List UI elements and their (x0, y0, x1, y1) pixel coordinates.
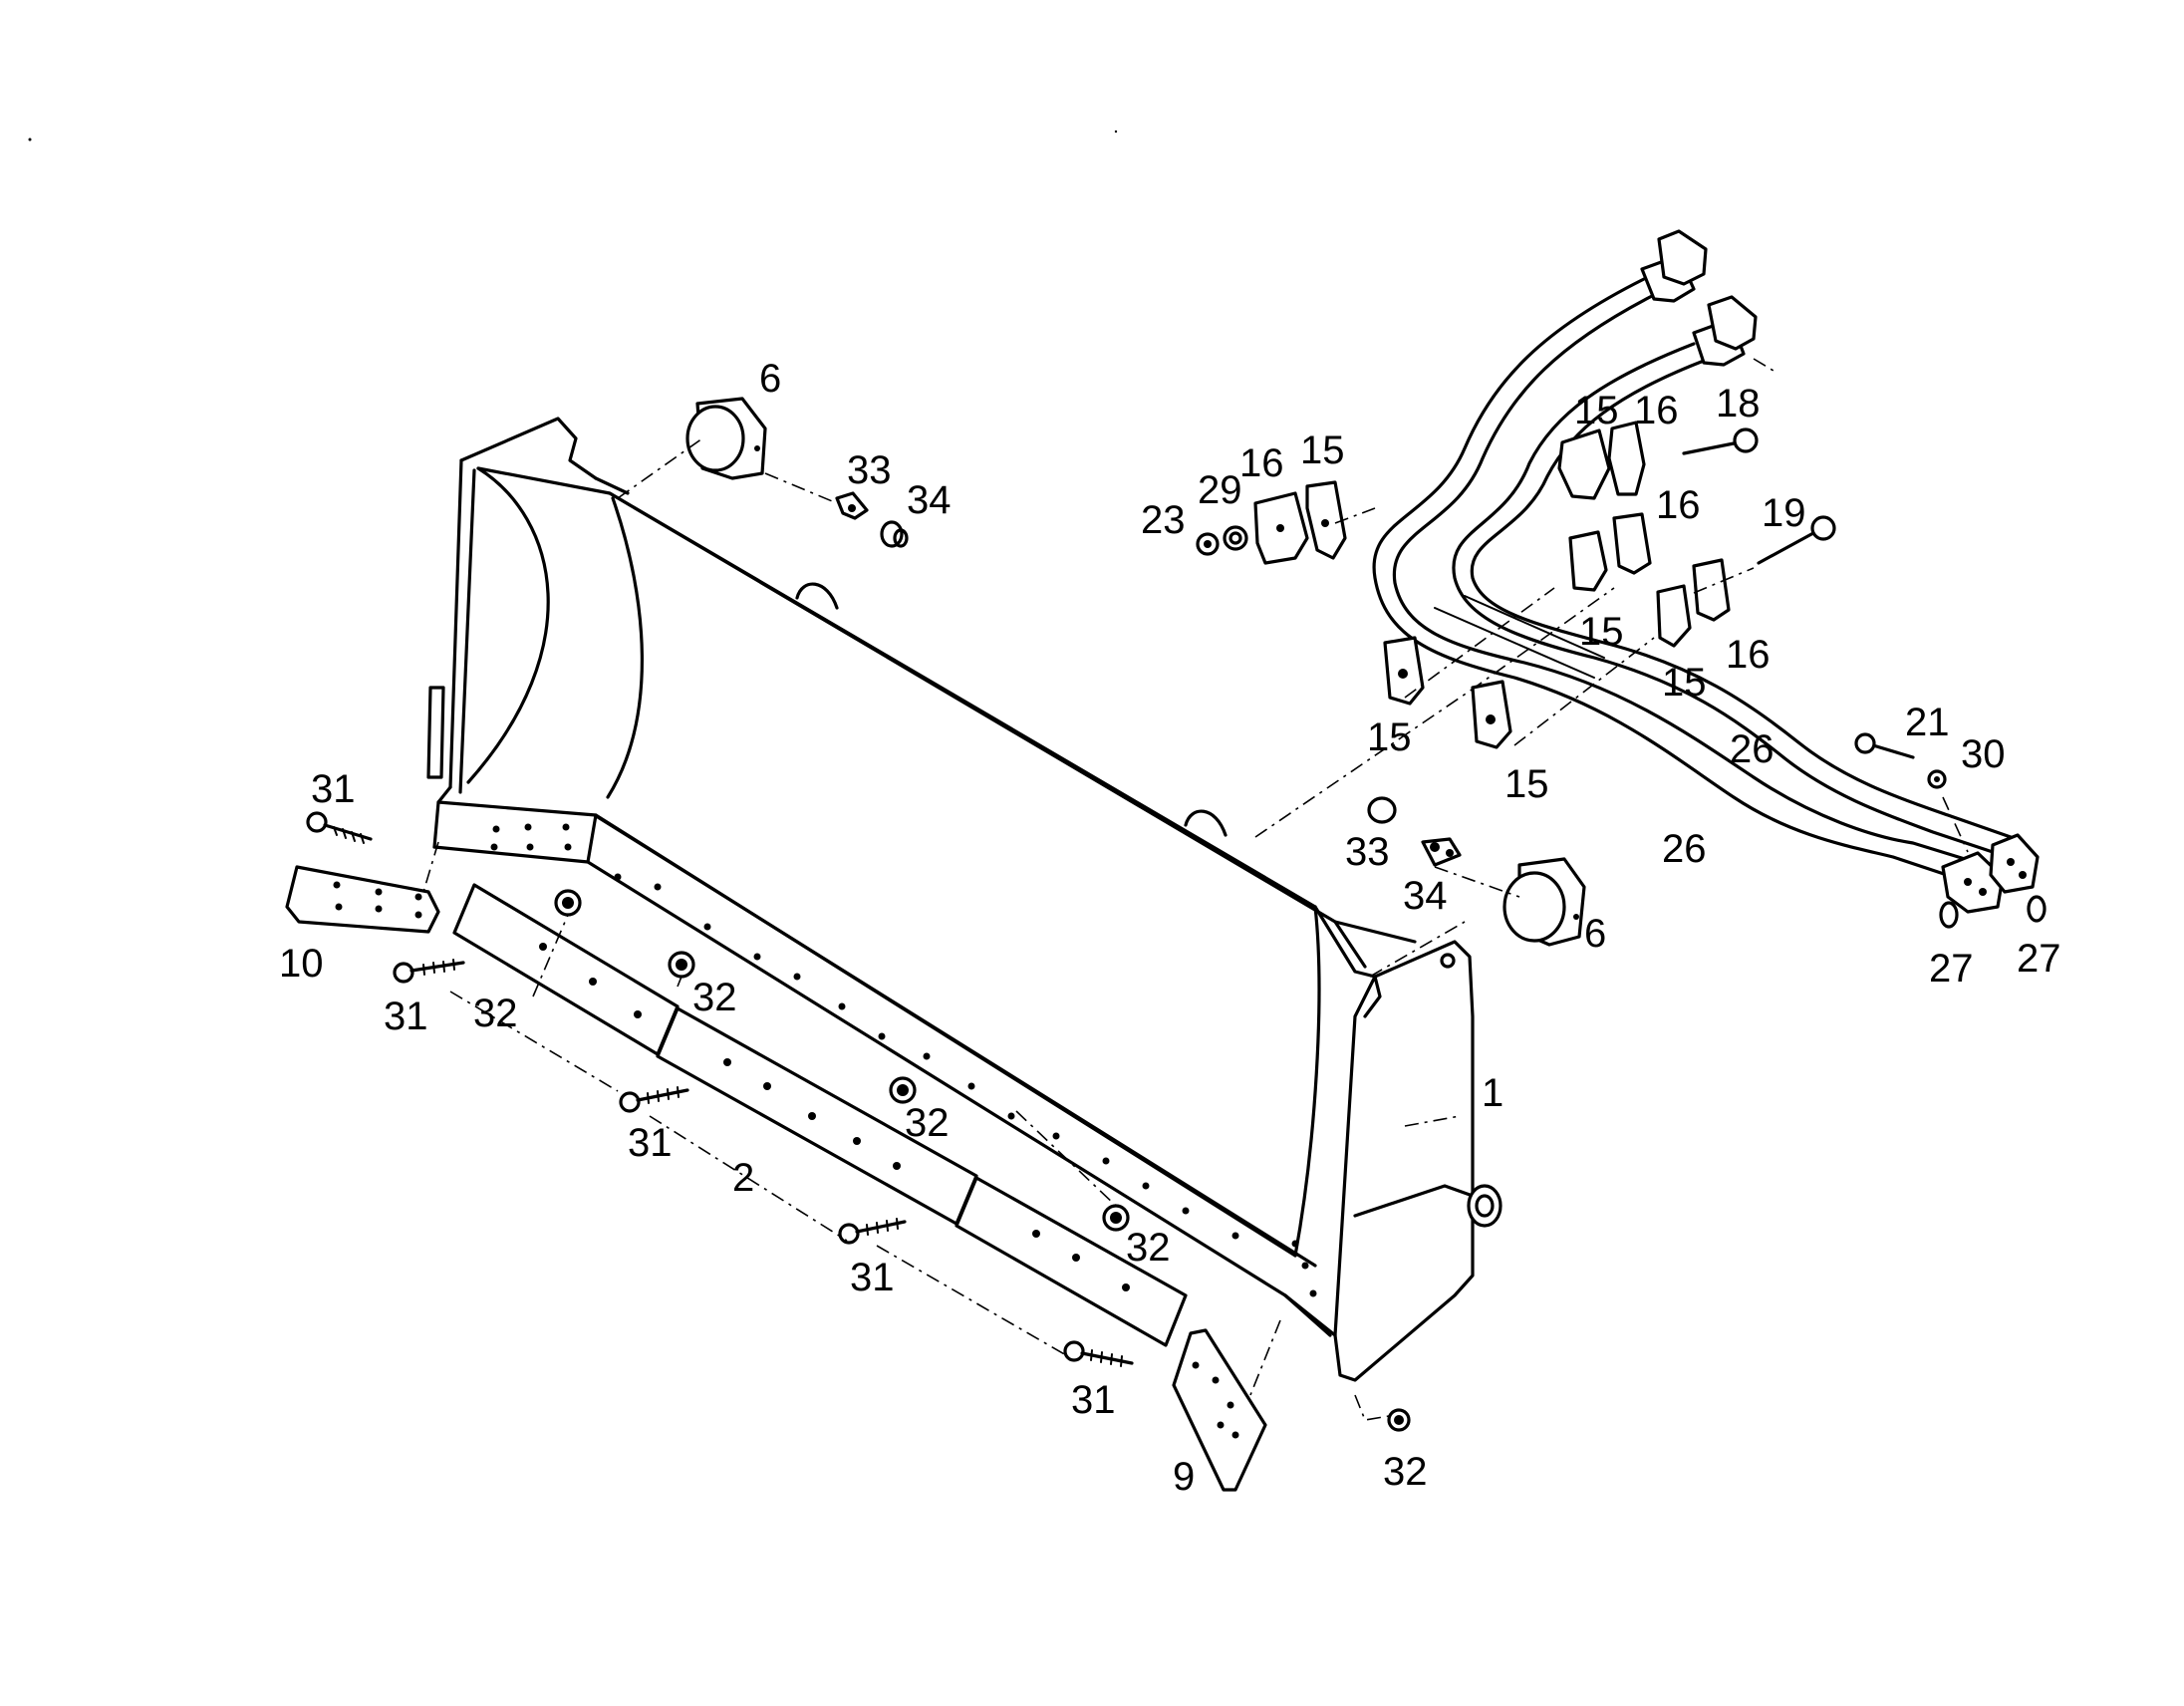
label-16-b: 16 (1634, 389, 1679, 432)
label-31-e: 31 (1071, 1378, 1116, 1422)
label-23: 23 (1141, 498, 1186, 542)
label-34-right: 34 (1403, 874, 1448, 918)
label-31-c: 31 (628, 1121, 673, 1165)
label-27-a: 27 (1929, 947, 1974, 991)
label-15-c: 15 (1579, 610, 1624, 654)
end-bit-right (1172, 1328, 1267, 1492)
label-15-e: 15 (1367, 715, 1412, 759)
label-16-d: 16 (1726, 633, 1771, 677)
label-19: 19 (1762, 491, 1806, 535)
label-33-right: 33 (1345, 830, 1390, 874)
hose-clamps (1196, 421, 2047, 929)
scan-speck (1114, 130, 1118, 134)
label-31-b: 31 (384, 995, 428, 1038)
label-34-left: 34 (907, 478, 952, 522)
label-18: 18 (1716, 382, 1761, 426)
label-26-b: 26 (1662, 827, 1707, 871)
label-2: 2 (732, 1156, 754, 1200)
trunnion-cap-left (685, 397, 767, 480)
label-15-f: 15 (1504, 762, 1549, 806)
blade-body (426, 417, 1502, 1382)
label-30: 30 (1961, 732, 2006, 776)
fittings-left (835, 491, 909, 548)
bolt-31-d (838, 1218, 907, 1245)
label-6-left: 6 (759, 357, 781, 401)
label-6-right: 6 (1584, 912, 1606, 956)
label-32-a: 32 (473, 992, 518, 1035)
bolt-31-b (393, 959, 465, 984)
label-32-b: 32 (692, 976, 737, 1019)
label-32-d: 32 (1126, 1226, 1171, 1270)
label-9: 9 (1173, 1455, 1195, 1499)
bolt-31-e (1063, 1340, 1134, 1367)
label-27-b: 27 (2017, 937, 2061, 981)
callout-labels: 6 33 34 23 29 16 15 15 16 18 16 19 15 16… (279, 357, 2061, 1499)
label-15-b: 15 (1574, 389, 1619, 432)
label-15-a: 15 (1300, 428, 1345, 472)
fittings-right (1367, 796, 1462, 867)
bolt-31-a (306, 811, 373, 844)
label-21: 21 (1905, 701, 1950, 744)
label-33-left: 33 (847, 448, 892, 492)
label-31-a: 31 (311, 767, 356, 811)
label-32-c: 32 (905, 1101, 950, 1145)
bolts-31 (306, 811, 1134, 1367)
label-16-a: 16 (1239, 441, 1284, 485)
label-16-c: 16 (1656, 483, 1701, 527)
label-29: 29 (1198, 468, 1242, 512)
cutting-edge-3 (955, 1176, 1188, 1347)
nuts-32 (554, 889, 1411, 1432)
label-32-e: 32 (1383, 1450, 1428, 1494)
leader-lines (422, 358, 1969, 1421)
label-10: 10 (279, 942, 324, 986)
label-1: 1 (1482, 1071, 1503, 1115)
label-26-a: 26 (1730, 727, 1774, 771)
end-bit-left (285, 865, 440, 934)
bolt-31-c (619, 1086, 689, 1113)
scan-speck (28, 138, 32, 142)
label-15-d: 15 (1662, 661, 1707, 705)
blade-bolt-holes (490, 823, 1317, 1297)
label-31-d: 31 (850, 1256, 895, 1299)
trunnion-cap-right (1502, 857, 1586, 947)
